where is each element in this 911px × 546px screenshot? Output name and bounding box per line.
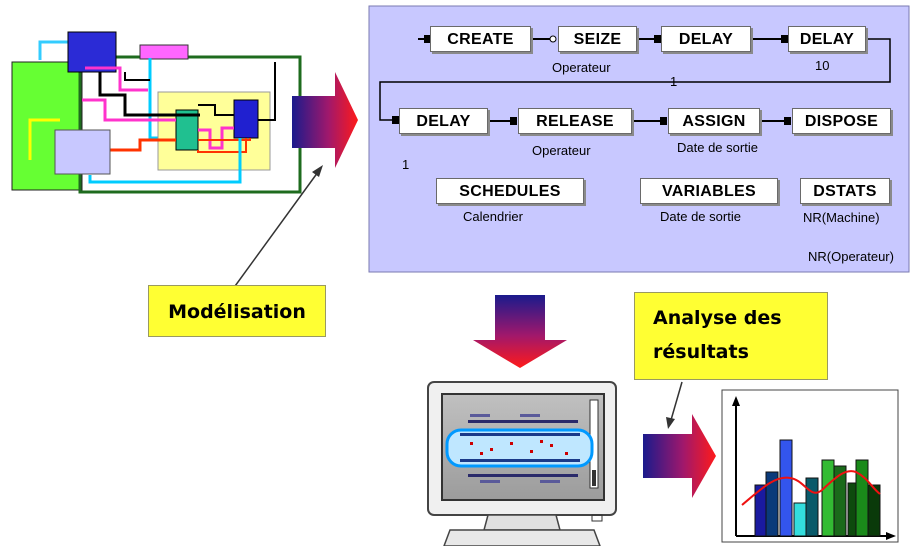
- dstats-machine-label: NR(Machine): [803, 210, 880, 225]
- note-analyse-line2: résultats: [653, 341, 749, 363]
- block-delay-2: DELAY: [788, 26, 866, 52]
- note-modelisation: Modélisation: [148, 285, 326, 337]
- block-variables: VARIABLES: [640, 178, 778, 204]
- schedules-label: Calendrier: [463, 209, 523, 224]
- computer-illustration: [427, 381, 617, 546]
- block-delay-3: DELAY: [399, 108, 488, 134]
- arrow-right-bottom: [643, 414, 716, 498]
- block-assign: ASSIGN: [668, 108, 760, 134]
- arrow-down: [473, 295, 567, 368]
- note-analyse: Analyse des résultats: [634, 292, 828, 380]
- dstats-operateur-label: NR(Operateur): [808, 249, 894, 264]
- block-schedules: SCHEDULES: [436, 178, 584, 204]
- delay-2-extra-label: 1: [670, 74, 678, 89]
- block-seize: SEIZE: [558, 26, 637, 52]
- block-dispose: DISPOSE: [792, 108, 891, 134]
- result-chart-illustration: [721, 389, 899, 543]
- system-illustration: [11, 31, 302, 194]
- block-dstats: DSTATS: [800, 178, 890, 204]
- seize-resource-label: Operateur: [552, 60, 611, 75]
- block-release: RELEASE: [518, 108, 632, 134]
- arrow-right-top: [292, 72, 358, 168]
- release-resource-label: Operateur: [532, 143, 591, 158]
- block-delay-1: DELAY: [661, 26, 751, 52]
- note-analyse-line1: Analyse des: [653, 307, 782, 329]
- pointer-analyse: [666, 381, 683, 429]
- delay-2-duration-label: 10: [815, 58, 830, 73]
- variables-label: Date de sortie: [660, 209, 741, 224]
- assign-variable-label: Date de sortie: [677, 140, 758, 155]
- delay-3-duration-label: 1: [402, 157, 410, 172]
- pointer-modelisation: [229, 165, 323, 294]
- block-create: CREATE: [430, 26, 531, 52]
